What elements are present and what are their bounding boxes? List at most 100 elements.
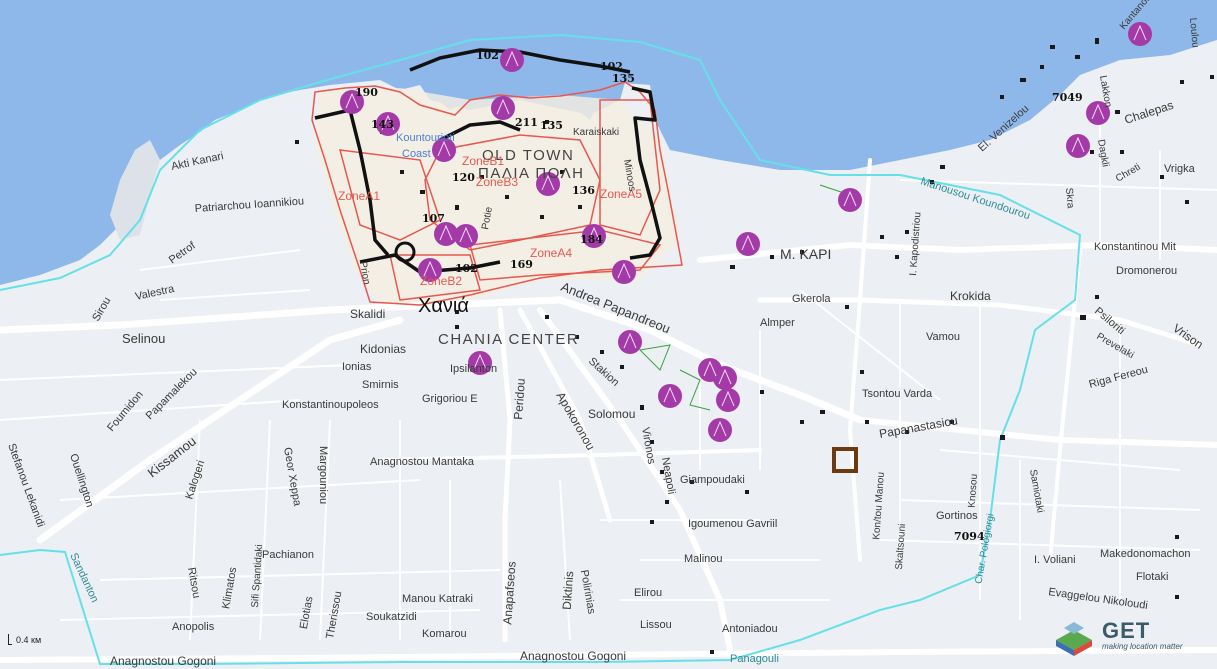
- port-pier: [110, 140, 160, 240]
- street-label: Antoniadou: [722, 623, 778, 635]
- scale-label: 0.4 км: [16, 634, 42, 645]
- street-label: Giampoudaki: [680, 474, 745, 486]
- zone-label-b3: ZoneB3: [476, 175, 518, 189]
- street-label: Elirou: [634, 587, 662, 599]
- street-label: Malinou: [684, 553, 723, 565]
- label-chania-center: CHANIA CENTER: [438, 331, 579, 348]
- street-label: Knosou: [967, 474, 980, 509]
- street-label: Flotaki: [1136, 571, 1168, 583]
- street-label: Anopolis: [172, 621, 215, 633]
- code-label: 107: [422, 212, 445, 225]
- street-label: Soukatzidi: [366, 611, 417, 623]
- street-label: Igoumenou Gavriil: [688, 518, 777, 530]
- logo-cube-icon: [1056, 622, 1092, 656]
- code-label: 7049: [1052, 91, 1083, 104]
- code-label: 143: [371, 118, 394, 131]
- street-label: Konstantinoupoleos: [282, 399, 379, 411]
- street-label: Komarou: [422, 628, 467, 640]
- sea-area: [0, 0, 1217, 285]
- street-label: Margouniou: [317, 446, 329, 504]
- street-label: Makedonomachon: [1100, 548, 1191, 560]
- street-label: Pachianon: [262, 549, 314, 561]
- label-old-town: OLD TOWN: [482, 147, 574, 164]
- street-label: Anagnostou Gogoni: [520, 649, 626, 663]
- street-label: Coast: [402, 148, 431, 160]
- label-m-kapi: M. KAPI: [780, 246, 831, 262]
- scale-bar: [8, 634, 12, 645]
- street-label: Anagnostou Gogoni: [110, 654, 216, 668]
- major-roads: [0, 158, 1217, 663]
- zone-label-b2: ZoneB2: [420, 274, 462, 288]
- code-label: 211: [515, 116, 538, 129]
- street-label: Lissou: [640, 619, 672, 631]
- street-label: Vrigka: [1164, 163, 1196, 175]
- street-label: Tsontou Varda: [862, 388, 933, 400]
- street-label: Vamou: [926, 331, 960, 343]
- street-label: Ipsilanton: [450, 363, 497, 375]
- street-label: Manou Katraki: [402, 593, 473, 605]
- street-label: Panagouli: [730, 653, 779, 665]
- street-label: Grigoriou E: [422, 393, 478, 405]
- street-label: Loulou: [1187, 17, 1201, 48]
- code-label: 135: [612, 72, 635, 85]
- building-markers: [295, 38, 1214, 654]
- get-logo: GET making location matter: [1052, 612, 1210, 660]
- street-label: Ionias: [342, 361, 372, 373]
- street-label: I. Voliani: [1034, 554, 1076, 566]
- street-label: Konstantinou Mit: [1094, 241, 1176, 253]
- street-label: Prion: [357, 261, 372, 286]
- zone-label-a1: ZoneA1: [338, 189, 380, 203]
- street-label: Krokida: [950, 289, 991, 303]
- street-label: Peridou: [511, 378, 528, 420]
- street-label: Gortinos: [936, 510, 978, 522]
- street-label: Kidonias: [360, 342, 406, 356]
- code-label: 102: [600, 60, 623, 73]
- street-label: Sifi Spantidaki: [250, 544, 265, 608]
- street-label: Almper: [760, 317, 795, 329]
- landmark-square: [832, 447, 858, 473]
- old-town-area: [315, 88, 680, 305]
- poi-marker-glyphs: [345, 24, 1147, 437]
- code-label: 169: [510, 258, 533, 271]
- street-label: Gkerola: [792, 293, 831, 305]
- street-label: Kon/tou Manou: [871, 472, 887, 540]
- street-label: Kountourioti: [396, 132, 455, 144]
- label-chania-greek: Χανιά: [418, 295, 469, 317]
- zone-outlines: [311, 81, 683, 306]
- street-label: Anapafseos: [500, 561, 518, 625]
- street-label: Ritsou: [185, 566, 202, 599]
- street-label: Dagkli: [1095, 139, 1111, 168]
- street-label: I. Kapodistriou: [908, 212, 923, 277]
- logo-name: GET: [1102, 618, 1151, 643]
- municipal-boundary: [0, 33, 1082, 665]
- street-label: Karaiskaki: [573, 127, 619, 138]
- code-label: 184: [580, 233, 603, 246]
- street-label: Potie: [480, 206, 495, 231]
- code-label: 190: [355, 86, 378, 99]
- street-label: Selinou: [122, 331, 165, 346]
- street-label: Anagnostou Mantaka: [370, 456, 475, 468]
- code-label: 102: [476, 49, 499, 62]
- street-label: Elotias: [298, 595, 316, 630]
- logo-tagline: making location matter: [1102, 642, 1183, 651]
- street-label: Smirnis: [362, 379, 399, 391]
- map-scale: 0.4 км: [8, 634, 41, 645]
- code-label: 102: [455, 262, 478, 275]
- code-label: 120: [452, 171, 475, 184]
- street-label: Skalidi: [350, 307, 385, 321]
- code-label: 136: [572, 184, 595, 197]
- zone-label-a4: ZoneA4: [530, 246, 572, 260]
- logo-text: GET making location matter: [1102, 620, 1182, 652]
- code-label: 135: [540, 119, 563, 132]
- street-label: Diktinis: [560, 571, 577, 611]
- label-old-town-greek: ΠΑΛΙΑ ΠΟΛΗ: [478, 165, 584, 182]
- street-label: Skra: [1063, 187, 1076, 209]
- zone-label-a5: ZoneA5: [600, 187, 642, 201]
- code-label: 7094: [954, 530, 985, 543]
- bastion-ring: [394, 241, 416, 263]
- street-label: Solomou: [588, 407, 635, 421]
- zone-label-b1: ZoneB1: [462, 154, 504, 168]
- street-label: Skaltsouni: [894, 523, 908, 570]
- street-label: Dromonerou: [1116, 265, 1177, 277]
